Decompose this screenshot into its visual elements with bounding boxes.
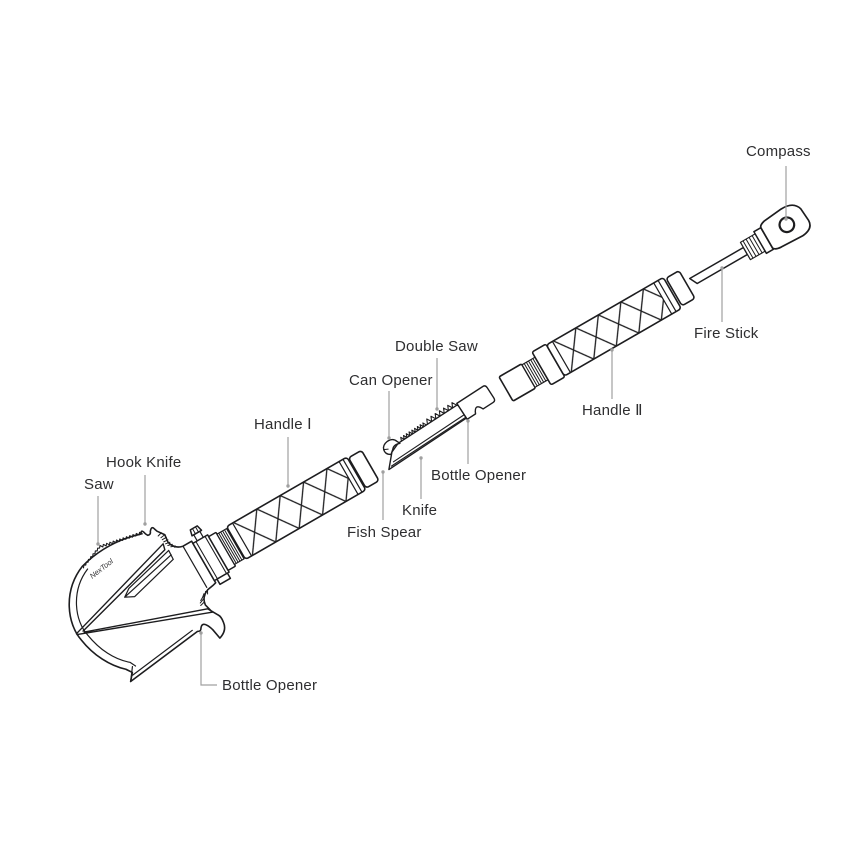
neck-hatched-cutouts <box>157 532 209 607</box>
label-hook-knife: Hook Knife <box>106 454 182 471</box>
leader-bottle-opener-blade <box>466 419 470 464</box>
fire-stick-rod <box>688 246 749 285</box>
spear-arrow-ribs <box>75 543 214 636</box>
shovel-rim-inner-line <box>75 568 193 683</box>
double-saw-teeth <box>400 402 458 442</box>
knife-bevel-lines <box>390 413 469 467</box>
collar-clamp <box>182 525 245 589</box>
clamp-block-lines <box>195 536 228 580</box>
handle-1-end-cap <box>348 450 379 488</box>
leader-lines <box>96 166 788 686</box>
label-fish-spear: Fish Spear <box>347 524 422 541</box>
knife-shank-tube <box>456 385 496 421</box>
handle-2-lattice <box>553 282 672 373</box>
shovel-blade-outline <box>68 526 226 683</box>
shovel-head: NexTool <box>68 526 226 683</box>
knife-insert <box>382 385 496 471</box>
leader-bottle-opener-shovel <box>199 631 217 686</box>
label-can-opener: Can Opener <box>349 372 433 389</box>
knife-shank-joint-line <box>456 402 468 420</box>
leader-saw <box>96 496 100 546</box>
label-double-saw: Double Saw <box>395 338 478 355</box>
handle-1-tube <box>226 450 379 560</box>
label-saw: Saw <box>84 476 114 493</box>
fire-stick-assembly <box>688 204 811 285</box>
leader-hook-knife <box>143 475 147 526</box>
handle-2-tube <box>498 270 695 402</box>
label-compass: Compass <box>746 143 811 160</box>
leader-compass <box>784 166 788 221</box>
leader-handle-2 <box>610 348 614 399</box>
handle-2-end-rings <box>551 280 677 373</box>
handle-2-end-cap <box>666 270 695 306</box>
label-knife: Knife <box>402 502 438 519</box>
can-opener-hook <box>382 438 401 456</box>
handle-1-lattice <box>233 461 359 556</box>
can-opener-claw-line <box>383 448 389 451</box>
shovel-saw-teeth <box>82 531 143 569</box>
label-handle-2: Handle Ⅱ <box>582 402 643 419</box>
label-bottle-opener-blade: Bottle Opener <box>431 467 527 484</box>
knife-blade <box>388 404 470 471</box>
leader-fire-stick <box>720 266 724 322</box>
label-handle-1: Handle Ⅰ <box>254 416 312 433</box>
neck-edge-line <box>182 545 208 589</box>
label-fire-stick: Fire Stick <box>694 325 759 342</box>
leader-fish-spear <box>381 470 385 520</box>
collar-ribs <box>216 527 245 566</box>
leader-knife <box>419 456 423 499</box>
leader-can-opener <box>387 391 391 440</box>
handle-1-end-rings <box>232 458 363 557</box>
compass-dial-circle <box>778 216 796 234</box>
hex-nut-facets <box>192 526 199 535</box>
center-rib <box>124 549 174 598</box>
leader-double-saw <box>435 358 439 411</box>
clamp-lower-tab <box>216 572 232 586</box>
leader-handle-1 <box>286 437 290 488</box>
label-bottle-opener-shovel: Bottle Opener <box>222 677 318 694</box>
